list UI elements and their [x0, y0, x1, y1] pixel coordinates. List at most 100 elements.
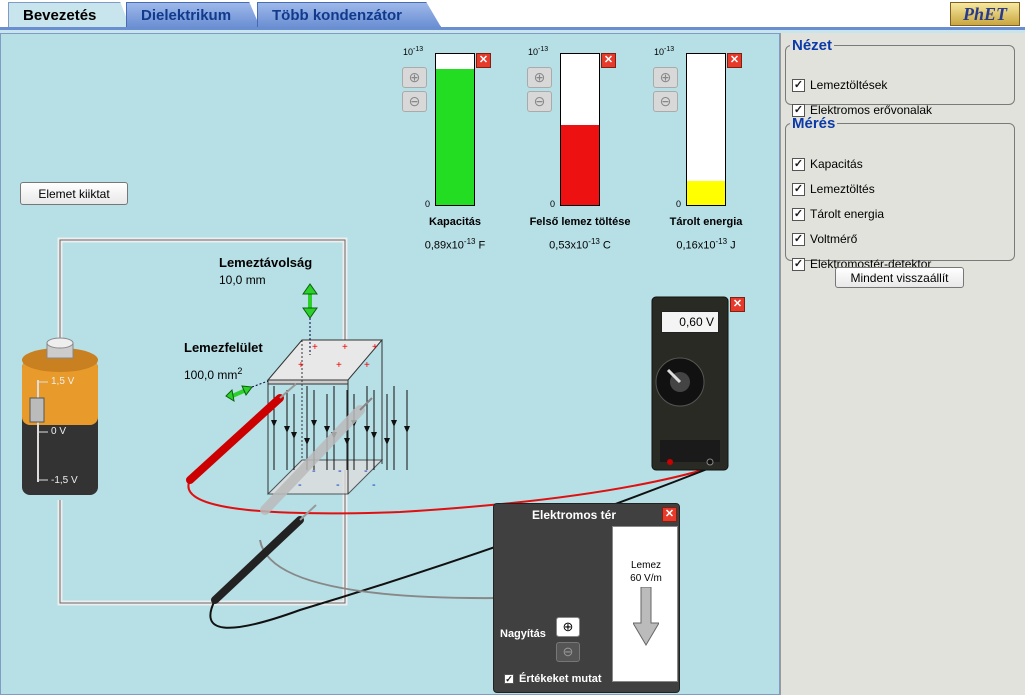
red-probe[interactable] — [186, 383, 297, 484]
plate-area-unit-sup: 2 — [237, 366, 243, 376]
meter-value-number: 0,89x10 — [424, 239, 464, 252]
checkbox-icon[interactable]: ✓ — [792, 232, 805, 246]
negative-charge: - — [364, 465, 368, 477]
field-line-arrowhead — [364, 426, 370, 433]
efield-close-icon[interactable]: ✕ — [662, 507, 677, 522]
efield-arrow-label: Lemez — [630, 560, 661, 571]
field-line-arrowhead — [344, 438, 350, 445]
field-line-arrowhead — [384, 438, 390, 445]
negative-charge: - — [338, 465, 342, 477]
view-item-plate-charges[interactable]: ✓ Lemeztöltések — [792, 76, 887, 94]
efield-display: Lemez 60 V/m — [612, 526, 678, 682]
checkbox-icon[interactable]: ✓ — [792, 207, 805, 221]
meter-value-power: -13 — [588, 237, 600, 246]
voltmeter-display: 0,60 V — [661, 311, 719, 333]
field-line-arrowhead — [304, 438, 310, 445]
efield-probe[interactable] — [260, 397, 373, 515]
meter-exponent-base: 10 — [403, 47, 414, 57]
measure-item-capacitance[interactable]: ✓Kapacitás — [792, 155, 863, 173]
battery-voltage-slider — [29, 397, 45, 423]
zoom-in-icon[interactable]: ⊕ — [556, 617, 580, 637]
meter-zero-label: 0 — [550, 199, 556, 209]
red-probe-wire — [187, 467, 711, 515]
zoom-in-icon[interactable]: ⊕ — [653, 67, 678, 88]
view-item-label: Elektromos erővonalak — [810, 103, 933, 117]
meter-fill — [687, 180, 725, 205]
positive-charge: + — [364, 360, 370, 371]
efield-zoom-label: Nagyítás — [500, 628, 546, 640]
battery-disconnect-button[interactable]: Elemet kiiktat — [20, 182, 128, 205]
tab-bar: Bevezetés Dielektrikum Több kondenzátor … — [0, 0, 1025, 30]
zoom-out-icon[interactable]: ⊖ — [402, 91, 427, 112]
zoom-out-icon[interactable]: ⊖ — [653, 91, 678, 112]
meter-exponent-label: 10-13 — [654, 46, 674, 57]
plate-area-number: 100,0 mm — [184, 368, 238, 382]
view-panel-title: Nézet — [792, 37, 833, 54]
phet-logo[interactable]: PhET — [950, 2, 1020, 26]
measure-item-label: Lemeztöltés — [810, 182, 875, 196]
tab-tobb-kondenzator[interactable]: Több kondenzátor — [257, 2, 441, 27]
field-line-arrowhead — [271, 420, 277, 427]
meter-name: Tárolt energia — [669, 216, 743, 228]
zoom-in-icon[interactable]: ⊕ — [402, 67, 427, 88]
measure-item-stored-energy[interactable]: ✓ Tárolt energia — [792, 205, 884, 223]
field-line-arrowhead — [371, 432, 377, 439]
zoom-out-icon[interactable]: ⊖ — [556, 642, 580, 662]
field-line-arrowhead — [291, 432, 297, 439]
plate-area-handle[interactable] — [225, 380, 269, 403]
efield-arrow-value: 60 V/m — [630, 573, 662, 584]
negative-charge: - — [336, 479, 340, 491]
view-item-field-lines[interactable]: ✓ Elektromos erővonalak — [792, 101, 932, 119]
meter-value: 0,89x10-13 F — [395, 237, 515, 252]
checkbox-icon[interactable]: ✓ — [792, 257, 805, 271]
tab-bevezetes[interactable]: Bevezetés — [8, 2, 130, 27]
meter-value-power: -13 — [463, 237, 476, 246]
field-line-arrowhead — [284, 426, 290, 433]
meter-exponent-power: -13 — [664, 46, 675, 53]
meter-value-unit: F — [475, 239, 486, 252]
positive-charge: + — [298, 360, 304, 371]
field-line-arrowhead — [391, 420, 397, 427]
meter-value-unit: C — [599, 239, 611, 252]
voltmeter-close-icon[interactable]: ✕ — [730, 297, 745, 312]
meter-zero-label: 0 — [425, 199, 431, 209]
control-panel: Nézet ✓ Lemeztöltések ✓ Elektromos erővona… — [780, 33, 1025, 695]
zoom-out-icon[interactable]: ⊖ — [527, 91, 552, 112]
plate-distance-value: 10,0 mm — [219, 273, 266, 287]
meter-zero-label: 0 — [676, 199, 682, 209]
meter-close-icon[interactable]: ✕ — [476, 53, 491, 68]
efield-probe-wire — [259, 539, 501, 600]
reset-all-button[interactable]: Mindent visszaállít — [835, 267, 964, 288]
positive-charge: + — [342, 342, 348, 353]
battery-label-mid: 0 V — [51, 426, 67, 437]
show-values-row[interactable]: ✓ Értékeket mutat — [504, 673, 602, 685]
meter-exponent-power: -13 — [413, 46, 424, 53]
checkbox-icon[interactable]: ✓ — [792, 182, 805, 196]
zoom-in-icon[interactable]: ⊕ — [527, 67, 552, 88]
checkbox-icon[interactable]: ✓ — [792, 78, 805, 92]
plate-distance-handle[interactable] — [302, 283, 318, 355]
meter-fill — [436, 69, 474, 205]
negative-charge: - — [372, 479, 376, 491]
field-line-arrowhead — [324, 426, 330, 433]
meter-bar — [560, 53, 600, 206]
field-line-arrowhead — [404, 426, 410, 433]
measure-item-voltmeter[interactable]: ✓Voltmérő — [792, 230, 857, 248]
measure-item-label: Tárolt energia — [810, 207, 885, 221]
checkbox-icon[interactable]: ✓ — [792, 157, 805, 171]
battery-label-top: 1,5 V — [51, 376, 75, 387]
view-item-label: Lemeztöltések — [810, 78, 888, 92]
meter-close-icon[interactable]: ✕ — [727, 53, 742, 68]
checkbox-icon[interactable]: ✓ — [792, 103, 805, 117]
meter-fill — [561, 124, 599, 205]
meter-value-unit: J — [727, 239, 736, 252]
efield-detector-panel[interactable]: Elektromos tér ✕ Lemez 60 V/m Nagyítás ⊕… — [493, 503, 680, 693]
battery-label-bottom: -1,5 V — [51, 475, 78, 486]
measure-item-plate-charge[interactable]: ✓ Lemeztöltés — [792, 180, 875, 198]
voltmeter[interactable] — [651, 296, 729, 471]
meter-bar — [435, 53, 475, 206]
show-values-checkbox[interactable]: ✓ — [504, 674, 514, 684]
black-probe[interactable] — [211, 504, 317, 604]
negative-charge: - — [312, 465, 316, 477]
meter-close-icon[interactable]: ✕ — [601, 53, 616, 68]
